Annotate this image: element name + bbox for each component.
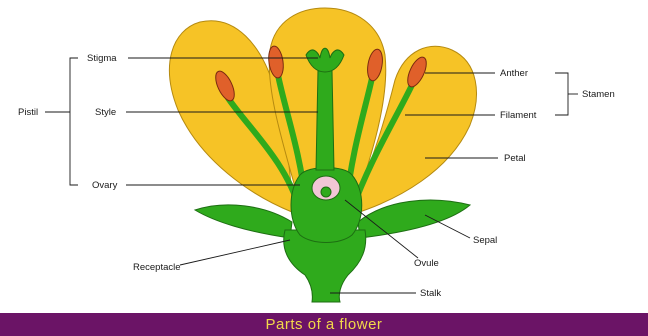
label-stamen: Stamen <box>582 89 615 100</box>
caption-bar: Parts of a flower <box>0 313 648 336</box>
label-anther: Anther <box>500 68 528 79</box>
ovule <box>321 187 331 197</box>
label-filament: Filament <box>500 110 537 121</box>
label-stalk: Stalk <box>420 288 441 299</box>
style <box>316 70 334 170</box>
label-pistil: Pistil <box>18 107 38 118</box>
label-ovule: Ovule <box>414 258 439 269</box>
label-receptacle: Receptacle <box>133 262 181 273</box>
label-petal: Petal <box>504 153 526 164</box>
pistil-bracket <box>70 58 78 185</box>
label-sepal: Sepal <box>473 235 497 246</box>
label-ovary: Ovary <box>92 180 118 191</box>
receptacle-leader <box>180 240 290 265</box>
stamen-bracket <box>555 73 568 115</box>
label-stigma: Stigma <box>87 53 117 64</box>
caption-title: Parts of a flower <box>266 316 383 333</box>
sepal-left <box>195 205 292 238</box>
label-style: Style <box>95 107 116 118</box>
